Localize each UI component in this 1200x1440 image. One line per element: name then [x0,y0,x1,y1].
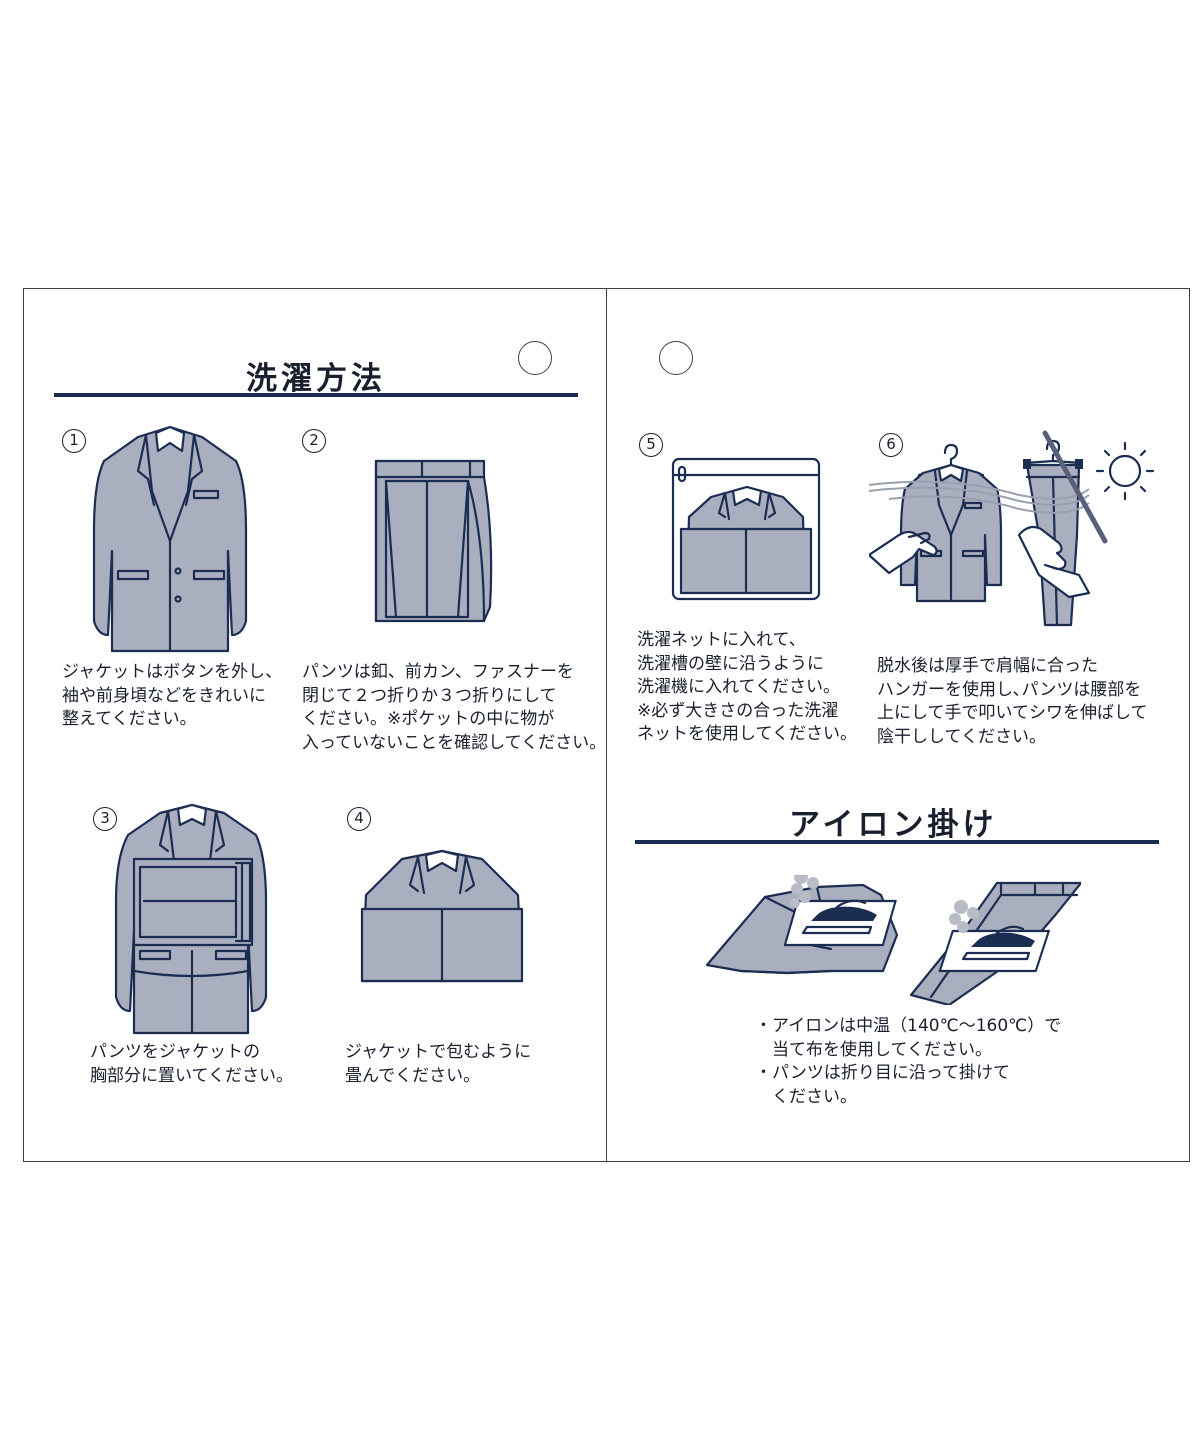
step-1-caption: ジャケットはボタンを外し、 袖や前身頃などをきれいに 整えてください。 [62,662,283,729]
step-4-caption: ジャケットで包むように 畳んでください。 [345,1042,532,1086]
ironing-jacket-and-pants-icon [705,875,1081,1005]
folded-pants-icon [374,459,493,623]
step-6-number: 6 [879,433,903,457]
folded-jacket-icon [360,849,524,983]
washing-method-title: 洗濯方法 [246,361,386,397]
punch-hole-icon [518,341,552,375]
ironing-title: アイロン掛け [789,807,998,843]
step-3-caption: パンツをジャケットの 胸部分に置いてください。 [90,1042,293,1086]
ironing-notes: ・アイロンは中温（140℃～160℃）で 当て布を使用してください。 ・パンツは… [755,1016,1062,1107]
step-2-number: 2 [302,429,326,453]
step-3-number: 3 [93,807,117,831]
hang-dry-in-shade-icon [869,430,1155,627]
right-card: 5 洗濯ネットに入れて、 洗濯槽の壁に沿うように 洗濯機に入れてください。 ※必… [606,288,1190,1162]
pants-on-jacket-icon [114,803,268,1035]
laundry-net-icon [671,457,821,601]
jacket-unbuttoned-icon [92,425,248,653]
step-6-caption: 脱水後は厚手で肩幅に合った ハンガーを使用し､パンツは腰部を 上にして手で叩いて… [877,656,1148,747]
step-5-number: 5 [639,433,663,457]
ironing-title-underline [635,840,1159,844]
step-4-number: 4 [347,807,371,831]
step-5-caption: 洗濯ネットに入れて、 洗濯槽の壁に沿うように 洗濯機に入れてください。 ※必ず大… [637,630,857,744]
step-1-number: 1 [62,429,86,453]
title-underline [54,393,578,397]
left-card: 洗濯方法 1 ジャケットはボタンを外し、 袖や前身頃などをきれいに 整えてくださ… [23,288,607,1162]
step-2-caption: パンツは釦、前カン、ファスナーを 閉じて２つ折りか３つ折りにして ください。※ポ… [302,662,607,753]
punch-hole-icon [659,341,693,375]
